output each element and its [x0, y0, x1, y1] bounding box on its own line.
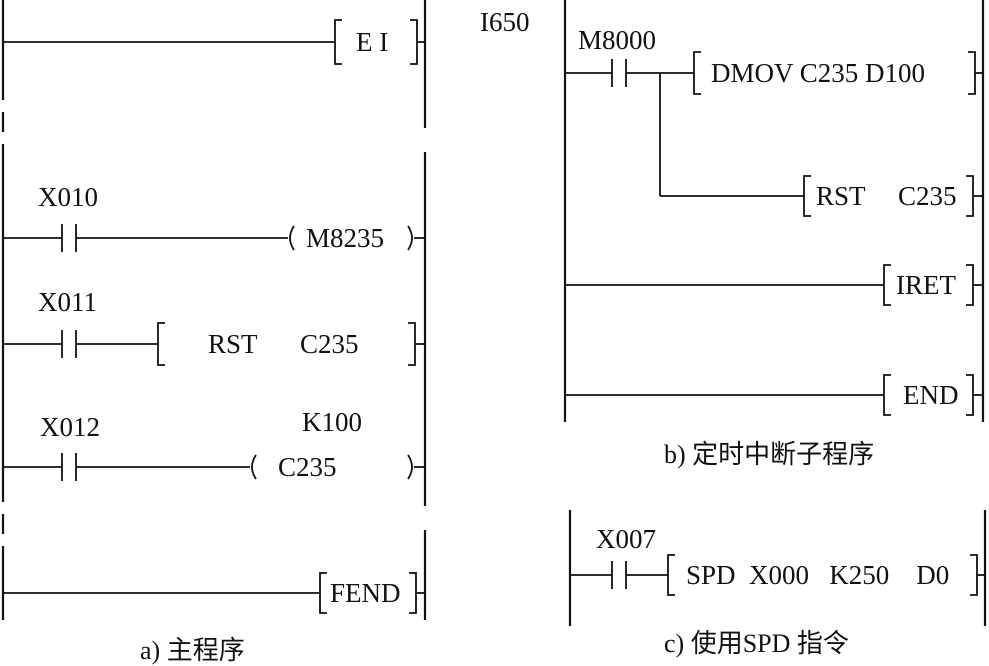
end-instruction: END — [903, 380, 959, 410]
caption-c: c) 使用SPD 指令 — [664, 629, 849, 658]
preset-label: K100 — [302, 407, 362, 437]
spd-instruction: SPD X000 K250 D0 — [686, 560, 949, 590]
counter-label: C235 — [278, 452, 337, 482]
rst-op: RST — [816, 181, 866, 211]
rung-ei: E I — [3, 19, 425, 65]
instruction-operand: C235 — [300, 329, 359, 359]
bracket-right — [966, 264, 974, 306]
interrupt-routine: I650 M8000 DMOV C235 D100 RST C235 IRET … — [480, 0, 985, 469]
contact-label: X007 — [596, 524, 656, 554]
ei-instruction: E I — [356, 27, 388, 57]
bracket-left — [667, 554, 675, 596]
coil-left-icon — [251, 454, 257, 480]
contact-label: M8000 — [578, 25, 656, 55]
caption-b: b) 定时中断子程序 — [664, 440, 874, 469]
bracket-right — [966, 374, 974, 416]
rst-operand: C235 — [898, 181, 957, 211]
bracket-right — [970, 554, 978, 596]
coil-left-icon — [289, 225, 295, 251]
contact-label: X011 — [38, 287, 97, 317]
bracket-left — [803, 175, 811, 217]
bracket-left — [693, 51, 701, 95]
rung-rst: X011 RST C235 — [3, 287, 425, 366]
contact-label: X010 — [38, 182, 98, 212]
iret-instruction: IRET — [896, 270, 956, 300]
rung-counter: X012 K100 C235 — [3, 407, 425, 482]
rung-fend: FEND — [3, 572, 425, 614]
bracket-left — [883, 264, 891, 306]
bracket-right — [409, 572, 417, 614]
bracket-right — [410, 19, 418, 65]
spd-example: X007 SPD X000 K250 D0 c) 使用SPD 指令 — [568, 510, 987, 658]
bracket-left — [883, 374, 891, 416]
bracket-right — [966, 175, 974, 217]
bracket-right — [408, 322, 416, 366]
main-program: E I X010 M8235 X011 RST C235 — [1, 0, 427, 665]
fend-instruction: FEND — [330, 578, 401, 608]
bracket-left — [157, 322, 165, 366]
coil-label: M8235 — [306, 223, 384, 253]
bracket-right — [968, 51, 976, 95]
rung-m8235: X010 M8235 — [3, 182, 425, 253]
contact-label: X012 — [40, 412, 100, 442]
interrupt-pointer: I650 — [480, 7, 530, 37]
coil-right-icon — [407, 225, 413, 251]
dmov-instruction: DMOV C235 D100 — [711, 58, 925, 88]
bracket-left — [319, 572, 327, 614]
caption-a: a) 主程序 — [140, 636, 245, 665]
instruction-op: RST — [208, 329, 258, 359]
coil-right-icon — [407, 454, 413, 480]
bracket-left — [334, 19, 342, 65]
